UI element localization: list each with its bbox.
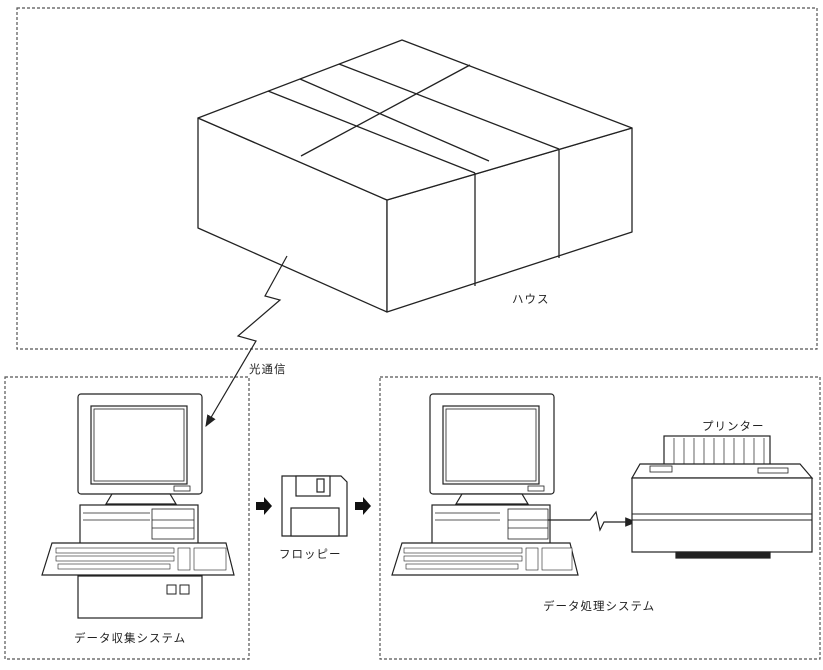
- house-label: ハウス: [512, 292, 550, 306]
- printer-label: プリンター: [702, 419, 765, 433]
- data-processing-label: データ処理システム: [543, 599, 656, 613]
- transfer-arrow-left: [256, 497, 272, 515]
- collection-area-border: [4, 376, 250, 660]
- house-area-border: [16, 7, 818, 350]
- data-collection-label: データ収集システム: [74, 631, 187, 645]
- printer-link-line: [548, 510, 638, 532]
- transfer-arrow-right: [355, 497, 371, 515]
- floppy-disk-drawing: [281, 475, 348, 537]
- optical-comm-label: 光通信: [249, 362, 287, 376]
- printer-drawing: [630, 435, 814, 559]
- collection-computer: [41, 393, 235, 619]
- processing-computer: [391, 393, 579, 576]
- greenhouse-drawing: [197, 39, 633, 313]
- floppy-label: フロッピー: [279, 547, 342, 561]
- processing-area-border: [379, 376, 821, 660]
- optical-link-line: [205, 255, 288, 428]
